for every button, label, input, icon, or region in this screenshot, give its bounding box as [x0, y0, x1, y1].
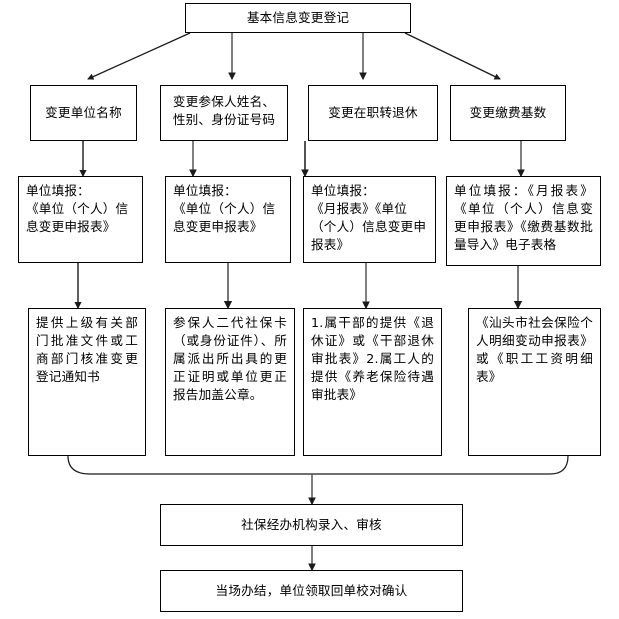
node-documents-3[interactable]: 1.属干部的提供《退休证》或《干部退休审批表》2.属工人的提供《养老保险待遇审批…: [303, 308, 442, 456]
node-category-2-label: 变更参保人姓名、性别、身份证号码: [172, 94, 276, 127]
node-category-4-label: 变更缴费基数: [469, 105, 547, 120]
node-documents-4[interactable]: 《汕头市社会保险个人明细变动申报表》或《职工工资明细表》: [468, 308, 601, 456]
node-form-4[interactable]: 单位填报：《月报表》《单位（个人）信息变更申报表》《缴费基数批量导入》电子表格: [446, 176, 601, 266]
node-category-3[interactable]: 变更在职转退休: [308, 85, 438, 141]
node-form-3[interactable]: 单位填报： 《月报表》《单位（个人）信息变更申报表》: [303, 176, 436, 263]
node-form-2[interactable]: 单位填报： 《单位（个人）信息变更申报表》: [165, 176, 291, 263]
node-documents-1-label: 提供上级有关部门批准文件或工商部门核准变更登记通知书: [36, 315, 138, 384]
node-root-label: 基本信息变更登记: [246, 10, 350, 25]
node-form-4-label: 单位填报：《月报表》《单位（个人）信息变更申报表》《缴费基数批量导入》电子表格: [454, 183, 593, 252]
node-documents-1[interactable]: 提供上级有关部门批准文件或工商部门核准变更登记通知书: [28, 308, 146, 456]
node-form-1[interactable]: 单位填报： 《单位（个人）信息变更申报表》: [18, 176, 143, 263]
node-result-step[interactable]: 当场办结，单位领取回单校对确认: [160, 570, 463, 612]
node-category-2[interactable]: 变更参保人姓名、性别、身份证号码: [160, 85, 288, 141]
node-review-step-label: 社保经办机构录入、审核: [241, 517, 382, 532]
node-category-1[interactable]: 变更单位名称: [30, 85, 137, 141]
node-category-1-label: 变更单位名称: [45, 105, 122, 120]
edge-root-to-category-4: [404, 32, 501, 80]
node-form-1-label: 单位填报： 《单位（个人）信息变更申报表》: [26, 183, 129, 234]
node-documents-2[interactable]: 参保人二代社保卡（或身份证件）、所属派出所出具的更正证明或单位更正报告加盖公章。: [165, 308, 295, 456]
node-form-3-label: 单位填报： 《月报表》《单位（个人）信息变更申报表》: [311, 183, 427, 252]
node-documents-4-label: 《汕头市社会保险个人明细变动申报表》或《职工工资明细表》: [476, 315, 593, 384]
node-category-3-label: 变更在职转退休: [328, 105, 418, 120]
node-documents-3-label: 1.属干部的提供《退休证》或《干部退休审批表》2.属工人的提供《养老保险待遇审批…: [311, 315, 434, 402]
edge-root-to-category-1: [87, 32, 191, 80]
node-result-step-label: 当场办结，单位领取回单校对确认: [215, 583, 408, 598]
edge-documents-to-review: [67, 455, 569, 475]
node-form-2-label: 单位填报： 《单位（个人）信息变更申报表》: [173, 183, 276, 234]
node-category-4[interactable]: 变更缴费基数: [450, 85, 566, 141]
node-review-step[interactable]: 社保经办机构录入、审核: [160, 504, 463, 546]
node-documents-2-label: 参保人二代社保卡（或身份证件）、所属派出所出具的更正证明或单位更正报告加盖公章。: [173, 315, 287, 402]
node-root[interactable]: 基本信息变更登记: [185, 3, 411, 33]
